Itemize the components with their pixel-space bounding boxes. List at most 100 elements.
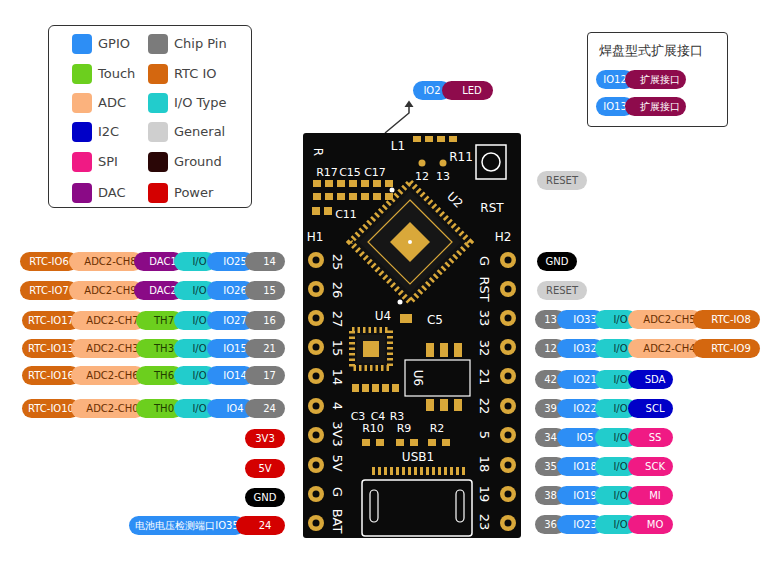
pcb-board [303, 133, 521, 538]
silkscreen-label: RST [478, 276, 491, 301]
pin-tag: MI [628, 486, 673, 505]
expansion-panel: 焊盘型式扩展接口IO12扩展接口IO13扩展接口 [587, 32, 728, 127]
tag-text: 5V [258, 459, 271, 478]
tag-text: RTC-IO6 [29, 252, 69, 271]
legend-entry: ADC [72, 93, 126, 113]
tag-text: I/O [613, 339, 627, 358]
tag-text: 3V3 [255, 429, 275, 448]
tag-text: 34 [544, 428, 557, 447]
pin-tag: ADC2-CH9 [69, 281, 143, 300]
pin-tag: ADC2-CH7 [71, 311, 145, 330]
pin-tag: 5V [245, 459, 285, 478]
legend-text: Ground [174, 152, 222, 172]
tag-text: ADC2-CH4 [643, 339, 695, 358]
tag-text: RESET [546, 281, 578, 300]
silkscreen-label: 19 [478, 486, 491, 503]
tag-text: LED [462, 81, 482, 100]
tag-text: IO26 [223, 281, 247, 300]
legend-swatch [148, 122, 168, 142]
tag-text: I/O [613, 370, 627, 389]
pin-tag: 17 [245, 366, 285, 385]
pin-tag: GND [537, 252, 577, 271]
pin-tag: LED [442, 81, 493, 100]
tag-text: 扩展接口 [640, 97, 680, 116]
tag-text: I/O [192, 281, 206, 300]
tag-text: 36 [544, 515, 557, 534]
pin-tag: 21 [245, 339, 285, 358]
pin-tag: ADC2-CH0 [71, 399, 145, 418]
tag-text: IO12 [603, 70, 627, 89]
tag-text: I/O [192, 252, 206, 271]
legend-entry: Ground [148, 152, 222, 172]
legend-swatch [148, 64, 168, 84]
tag-text: IO23 [573, 515, 597, 534]
tag-text: IO18 [573, 457, 597, 476]
tag-text: 15 [263, 281, 276, 300]
silkscreen-label: R17 [316, 167, 338, 178]
legend-text: Touch [98, 64, 135, 84]
tag-text: RTC-IO9 [711, 339, 751, 358]
tag-text: IO19 [573, 486, 597, 505]
legend-swatch [72, 183, 92, 203]
legend-swatch [72, 152, 92, 172]
silkscreen-label: R9 [397, 423, 412, 434]
legend-text: DAC [98, 183, 126, 203]
legend-swatch [148, 152, 168, 172]
tag-text: ADC2-CH3 [86, 339, 138, 358]
tag-text: RTC-IO16 [28, 366, 74, 385]
tag-text: 14 [263, 252, 276, 271]
legend-entry: Touch [72, 64, 135, 84]
tag-text: SCK [645, 457, 665, 476]
panel-title: 焊盘型式扩展接口 [588, 33, 727, 60]
chip-u6 [405, 360, 470, 396]
tag-text: IO22 [573, 399, 597, 418]
tag-text: 电池电压检测端口IO35 [135, 516, 239, 535]
legend-text: Chip Pin [174, 34, 227, 54]
tag-text: IO32 [573, 339, 597, 358]
pin-tag: SCL [628, 399, 673, 418]
legend-entry: DAC [72, 183, 126, 203]
tag-text: IO4 [226, 399, 243, 418]
pin-tag: SCK [628, 457, 673, 476]
legend-box: GPIOChip PinTouchRTC IOADCI/O TypeI2CGen… [48, 25, 252, 208]
legend-swatch [148, 34, 168, 54]
tag-text: 扩展接口 [640, 70, 680, 89]
silkscreen-label: C15 [339, 167, 361, 178]
tag-text: 21 [263, 339, 276, 358]
pin-tag: SDA [628, 370, 673, 389]
silkscreen-label: R [312, 148, 324, 156]
tag-text: RTC-IO13 [28, 339, 74, 358]
silkscreen-label: H2 [495, 231, 512, 243]
pin-tag: ADC2-CH3 [71, 339, 145, 358]
tag-text: 39 [544, 399, 557, 418]
legend-swatch [72, 34, 92, 54]
tag-text: TH0 [154, 399, 174, 418]
tag-text: I/O [192, 366, 206, 385]
smd-pads [312, 136, 462, 446]
tag-text: ADC2-CH8 [84, 252, 136, 271]
tag-text: MI [649, 486, 661, 505]
pin-tag: 24 [236, 516, 285, 535]
silkscreen-label: H1 [307, 231, 324, 243]
pin-tag: 扩展接口 [625, 97, 686, 116]
pin-tag: 24 [245, 399, 285, 418]
tag-text: 16 [263, 311, 276, 330]
tag-text: I/O [192, 311, 206, 330]
tag-text: ADC2-CH7 [86, 311, 138, 330]
tag-text: 17 [263, 366, 276, 385]
legend-text: Power [174, 183, 213, 203]
leader-arrow [385, 101, 414, 134]
silkscreen-label: G [478, 256, 491, 266]
silkscreen-label: 18 [478, 456, 491, 473]
silkscreen-label: RST [480, 202, 503, 214]
legend-entry: Chip Pin [148, 34, 227, 54]
pin-tag: RTC-IO8 [693, 310, 760, 329]
silkscreen-label: BAT [331, 509, 344, 534]
tag-text: I/O [192, 399, 206, 418]
silkscreen-label: 33 [478, 310, 491, 327]
tag-text: RTC-IO17 [28, 311, 74, 330]
tag-text: 12 [544, 339, 557, 358]
silkscreen-label: 23 [478, 514, 491, 531]
silkscreen-label: 26 [331, 282, 344, 299]
